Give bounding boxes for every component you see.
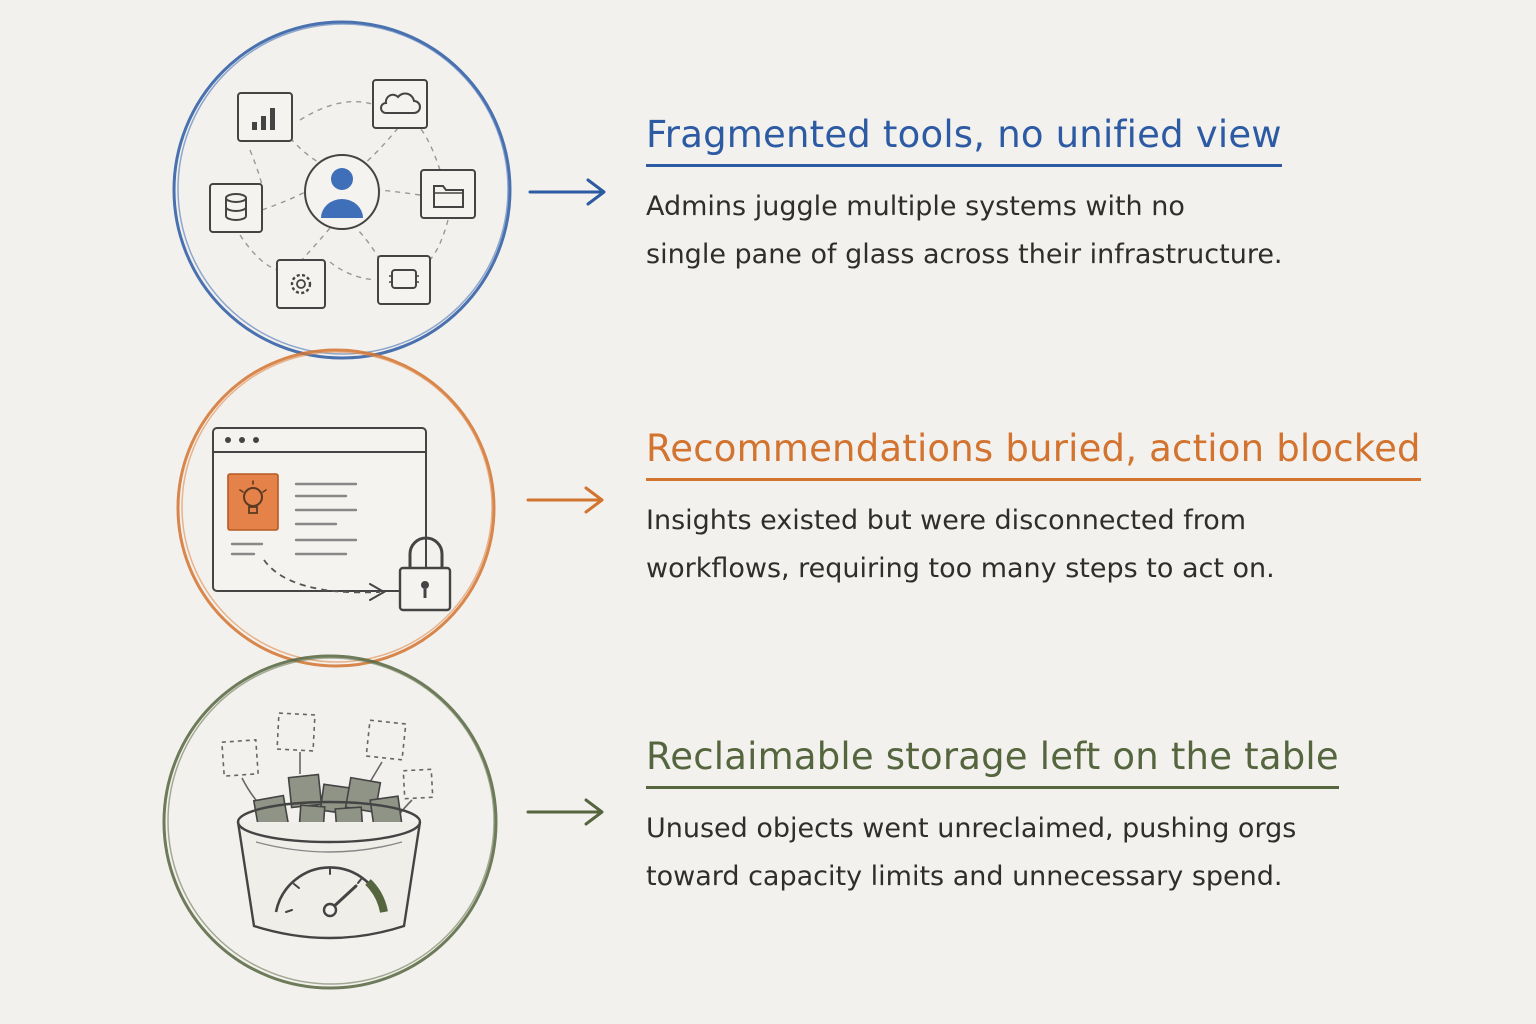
bar-chart-icon [237, 92, 293, 142]
recommendations-illustration [176, 348, 496, 668]
storage-bucket-icon [236, 800, 422, 940]
gear-icon [276, 259, 326, 309]
row-recommendations-buried: Recommendations buried, action blocked I… [646, 426, 1421, 593]
stored-objects [252, 773, 403, 832]
fragmented-tools-illustration [172, 20, 512, 360]
description-line: Unused objects went unreclaimed, pushing… [646, 813, 1297, 844]
arrow-1 [528, 178, 606, 206]
description-fragmented-tools: Admins juggle multiple systems with no s… [646, 183, 1346, 279]
browser-window-icon [212, 427, 427, 592]
floating-objects [221, 712, 434, 800]
heading-fragmented-tools: Fragmented tools, no unified view [646, 112, 1282, 167]
folder-icon [420, 169, 476, 219]
green-circle [162, 654, 498, 990]
description-reclaimable-storage: Unused objects went unreclaimed, pushing… [646, 805, 1346, 901]
description-line: Insights existed but were disconnected f… [646, 505, 1247, 536]
user-icon [304, 154, 380, 230]
description-line: workflows, requiring too many steps to a… [646, 553, 1275, 584]
description-line: Admins juggle multiple systems with no [646, 191, 1185, 222]
padlock-icon [398, 536, 452, 612]
row-reclaimable-storage: Reclaimable storage left on the table Un… [646, 734, 1346, 901]
gauge-icon [274, 866, 388, 918]
description-line: toward capacity limits and unnecessary s… [646, 861, 1283, 892]
arrow-2 [526, 486, 604, 514]
arrow-3 [526, 798, 604, 826]
orange-circle [176, 348, 496, 668]
cloud-icon [372, 79, 428, 129]
chip-icon [377, 255, 431, 305]
blue-circle [172, 20, 512, 360]
heading-reclaimable-storage: Reclaimable storage left on the table [646, 734, 1339, 789]
row-fragmented-tools: Fragmented tools, no unified view Admins… [646, 112, 1346, 279]
description-line: single pane of glass across their infras… [646, 239, 1283, 270]
heading-recommendations-buried: Recommendations buried, action blocked [646, 426, 1421, 481]
description-recommendations-buried: Insights existed but were disconnected f… [646, 497, 1346, 593]
reclaimable-storage-illustration [162, 654, 498, 990]
database-icon [209, 183, 263, 233]
lightbulb-icon [227, 473, 279, 531]
